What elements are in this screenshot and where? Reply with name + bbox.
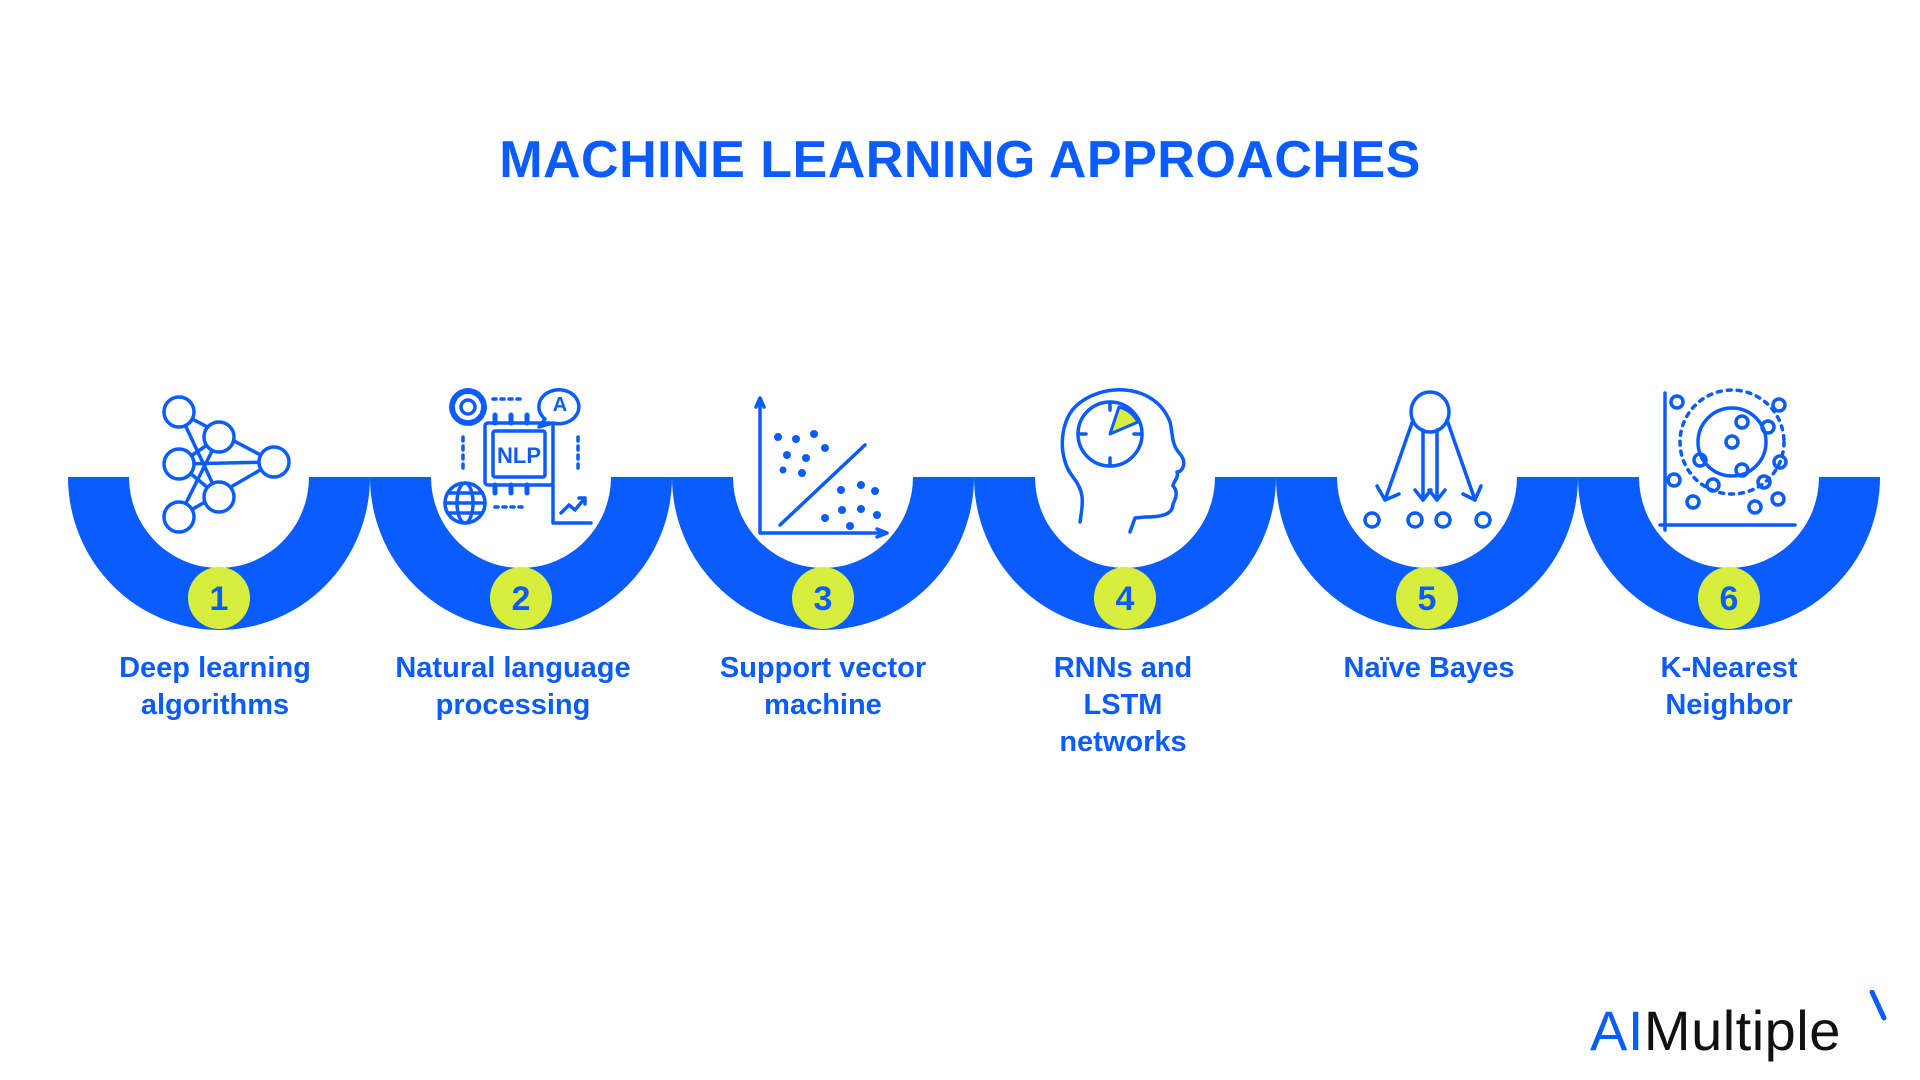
step-label-6: K-Nearest Neighbor	[1660, 652, 1798, 721]
step-badge-3	[792, 567, 854, 629]
ring-segment-5	[1276, 477, 1578, 630]
clock-wedge	[1108, 405, 1140, 436]
aimultiple-logo: AIMultiple	[1590, 998, 1841, 1063]
logo-ai: AI	[1590, 999, 1644, 1062]
logo-spark-icon	[1869, 990, 1887, 1021]
trend-chart-icon	[551, 483, 593, 525]
scatter-separator-icon	[754, 396, 889, 539]
neural-network-icon	[162, 395, 291, 534]
speech-bubble-icon	[537, 388, 581, 429]
ring-segment-3	[672, 477, 974, 630]
ring-segment-6	[1578, 477, 1880, 630]
step-number-1: 1	[210, 580, 229, 618]
step-label-3: Support vector machine	[719, 652, 927, 721]
nlp-chip-icon: NLP A	[443, 388, 593, 525]
gear-icon	[449, 388, 487, 426]
nlp-text: NLP	[497, 443, 541, 468]
step-badge-2	[490, 567, 552, 629]
step-number-5: 5	[1418, 580, 1437, 618]
step-label-2: Natural language processing	[395, 652, 631, 721]
bubble-letter: A	[553, 394, 567, 416]
step-badge-4	[1094, 567, 1156, 629]
cluster-plot-icon	[1658, 388, 1797, 532]
head-clock-icon	[1060, 388, 1186, 534]
step-badge-5	[1396, 567, 1458, 629]
step-badges: 1 2 3 4 5 6	[188, 567, 1760, 629]
ring-segment-2	[370, 477, 672, 630]
step-badge-1	[188, 567, 250, 629]
logo-multiple: Multiple	[1643, 999, 1841, 1062]
step-number-3: 3	[814, 580, 833, 618]
step-number-4: 4	[1116, 580, 1135, 618]
branching-arrows-icon	[1363, 390, 1492, 529]
ring-segment-4	[974, 477, 1276, 630]
ring-segments	[68, 477, 1880, 630]
step-label-4: RNNs and LSTM networks	[1053, 652, 1193, 758]
step-number-6: 6	[1720, 580, 1739, 618]
page-title: MACHINE LEARNING APPROACHES	[499, 131, 1421, 189]
step-label-1: Deep learning algorithms	[119, 652, 311, 721]
step-badge-6	[1698, 567, 1760, 629]
step-label-5: Naïve Bayes	[1343, 652, 1515, 684]
step-number-2: 2	[512, 580, 531, 618]
ring-segment-1	[68, 477, 370, 630]
